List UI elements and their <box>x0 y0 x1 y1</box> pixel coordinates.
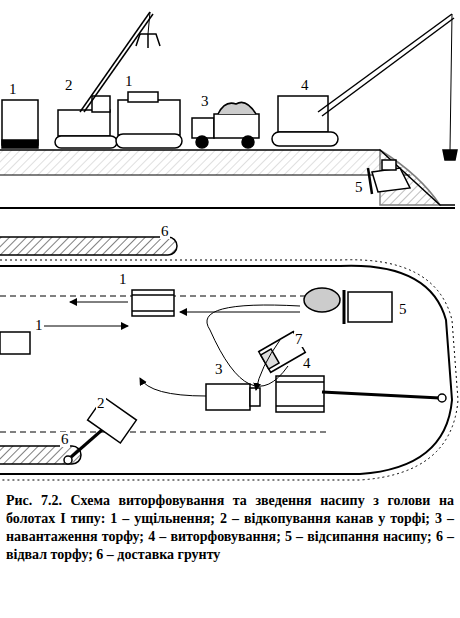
callout-number: 3 <box>200 94 210 109</box>
callout-number: 6 <box>160 224 170 239</box>
callout-number: 1 <box>124 74 134 89</box>
callout-number: 2 <box>64 78 74 93</box>
figure-caption: Рис. 7.2. Схема виторфовування та зведен… <box>6 492 454 564</box>
callout-number: 1 <box>8 82 18 97</box>
callout-number: 7 <box>294 332 304 347</box>
callout-number: 4 <box>302 356 312 371</box>
callout-number: 2 <box>96 396 106 411</box>
callout-number: 5 <box>398 302 408 317</box>
callout-number: 5 <box>354 180 364 195</box>
callout-number: 3 <box>214 362 224 377</box>
callout-number: 1 <box>118 272 128 287</box>
callout-number: 1 <box>34 318 44 333</box>
callout-number: 6 <box>60 432 70 447</box>
callout-number: 4 <box>300 78 310 93</box>
